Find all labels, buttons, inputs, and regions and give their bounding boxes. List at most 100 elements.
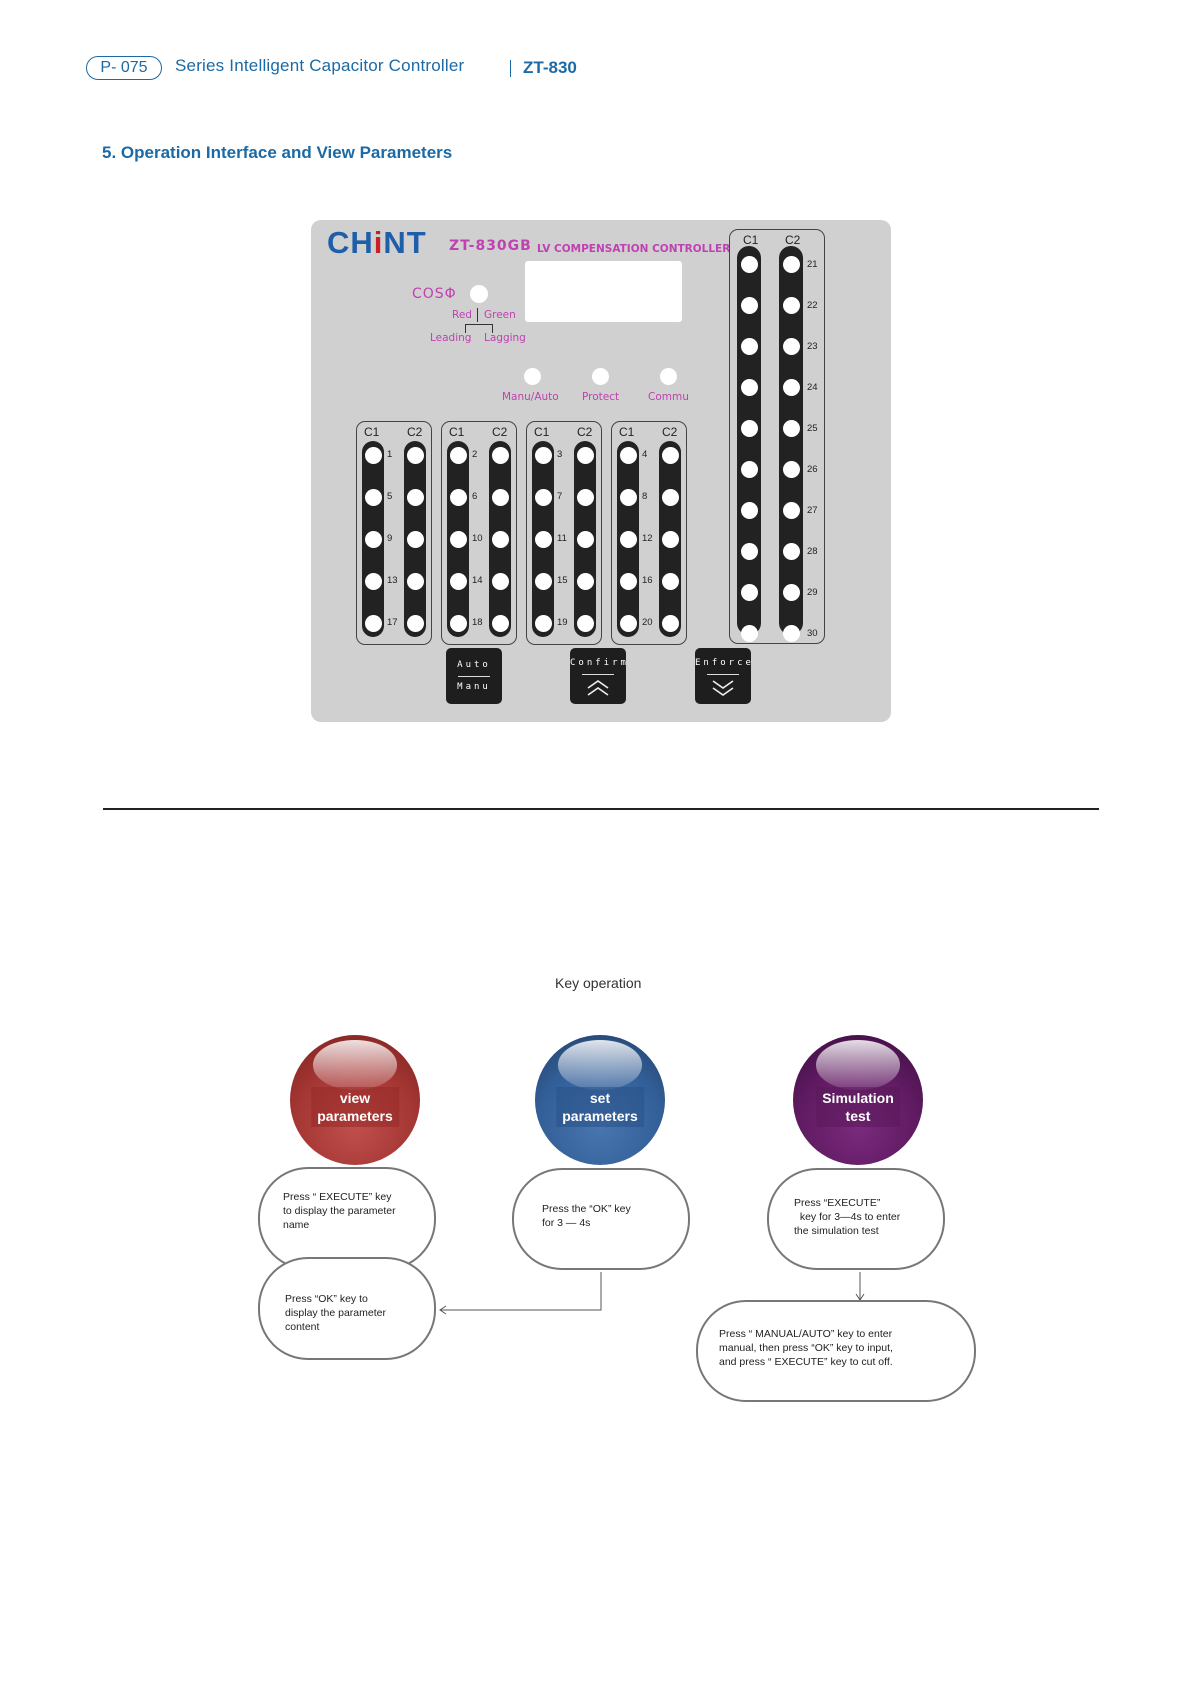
capacitor-led <box>576 530 594 548</box>
capacitor-led <box>576 572 594 590</box>
lcd-display <box>525 261 682 322</box>
capacitor-led <box>782 502 800 519</box>
capacitor-number: 27 <box>807 505 818 516</box>
sphere-label-line2: parameters <box>317 1107 393 1124</box>
set-step1-bubble <box>512 1168 690 1270</box>
capacitor-led <box>534 572 552 590</box>
capacitor-led <box>740 338 758 355</box>
column-label-c1: C1 <box>449 425 465 439</box>
capacitor-led <box>782 297 800 314</box>
capacitor-led <box>491 614 509 632</box>
view-parameters-sphere: view parameters <box>290 1035 420 1165</box>
column-label-c1: C1 <box>534 425 550 439</box>
double-chevron-up-icon <box>587 680 609 696</box>
auto-manu-key[interactable]: Auto Manu <box>446 648 502 704</box>
capacitor-led <box>534 530 552 548</box>
capacitor-led <box>491 446 509 464</box>
panel-model-name: ZT-830GB <box>449 238 532 254</box>
flow-title: Key operation <box>555 975 642 991</box>
section-divider <box>103 808 1099 810</box>
view-step1-bubble <box>258 1167 436 1270</box>
capacitor-led <box>619 614 637 632</box>
capacitor-number: 3 <box>557 449 563 460</box>
sphere-label: Simulation test <box>816 1086 900 1127</box>
sphere-label-line2: parameters <box>562 1107 638 1124</box>
capacitor-number: 13 <box>387 575 398 586</box>
capacitor-number: 9 <box>387 533 393 544</box>
sphere-label-line1: view <box>339 1089 371 1106</box>
capacitor-group <box>526 421 602 645</box>
leading-lagging-bracket <box>465 324 493 333</box>
capacitor-led <box>406 488 424 506</box>
sphere-label: view parameters <box>311 1086 399 1127</box>
capacitor-number: 4 <box>642 449 648 460</box>
capacitor-number: 29 <box>807 587 818 598</box>
protect-led <box>592 368 609 385</box>
capacitor-led <box>661 530 679 548</box>
commu-led <box>660 368 677 385</box>
capacitor-led <box>740 543 758 560</box>
capacitor-number: 8 <box>642 491 648 502</box>
green-label: Green <box>484 309 516 321</box>
capacitor-number: 18 <box>472 617 483 628</box>
capacitor-number: 21 <box>807 259 818 270</box>
capacitor-number: 1 <box>387 449 393 460</box>
column-label-c1: C1 <box>364 425 380 439</box>
header-divider <box>510 60 512 77</box>
capacitor-led <box>576 488 594 506</box>
capacitor-led <box>449 572 467 590</box>
capacitor-led <box>576 446 594 464</box>
capacitor-number: 22 <box>807 300 818 311</box>
set-parameters-sphere: set parameters <box>535 1035 665 1165</box>
capacitor-led <box>782 420 800 437</box>
column-label-c1: C1 <box>619 425 635 439</box>
sphere-gloss <box>313 1040 397 1090</box>
capacitor-number: 5 <box>387 491 393 502</box>
cos-phi-label: COSΦ <box>412 286 457 302</box>
capacitor-led <box>364 530 382 548</box>
capacitor-group <box>356 421 432 645</box>
capacitor-led <box>740 625 758 642</box>
capacitor-number: 20 <box>642 617 653 628</box>
capacitor-led <box>619 530 637 548</box>
lagging-label: Lagging <box>484 332 526 344</box>
sphere-label-line1: set <box>589 1089 611 1106</box>
capacitor-number: 30 <box>807 628 818 639</box>
capacitor-led <box>534 488 552 506</box>
sphere-label-line1: Simulation <box>822 1089 894 1106</box>
capacitor-number: 10 <box>472 533 483 544</box>
capacitor-led <box>782 256 800 273</box>
simulation-test-sphere: Simulation test <box>793 1035 923 1165</box>
capacitor-number: 16 <box>642 575 653 586</box>
capacitor-led <box>619 446 637 464</box>
capacitor-led <box>740 502 758 519</box>
capacitor-number: 12 <box>642 533 653 544</box>
column-label-c2: C2 <box>785 233 801 247</box>
confirm-key[interactable]: Confirm <box>570 648 626 704</box>
sphere-gloss <box>816 1040 900 1090</box>
capacitor-led <box>740 379 758 396</box>
key-divider <box>458 676 490 677</box>
capacitor-number: 15 <box>557 575 568 586</box>
column-label-c2: C2 <box>407 425 423 439</box>
sim-step2-bubble <box>696 1300 976 1402</box>
sim-step1-bubble <box>767 1168 945 1270</box>
red-label: Red <box>452 309 472 321</box>
enforce-key[interactable]: Enforce <box>695 648 751 704</box>
capacitor-led <box>534 446 552 464</box>
column-label-c2: C2 <box>492 425 508 439</box>
capacitor-led <box>661 488 679 506</box>
column-label-c2: C2 <box>577 425 593 439</box>
capacitor-led <box>449 614 467 632</box>
capacitor-led <box>364 446 382 464</box>
cos-phi-led <box>470 285 488 303</box>
page-number-badge: P- 075 <box>86 56 162 80</box>
capacitor-led <box>449 530 467 548</box>
capacitor-number: 19 <box>557 617 568 628</box>
key-divider <box>582 674 614 675</box>
sphere-label: set parameters <box>556 1086 644 1127</box>
capacitor-number: 25 <box>807 423 818 434</box>
